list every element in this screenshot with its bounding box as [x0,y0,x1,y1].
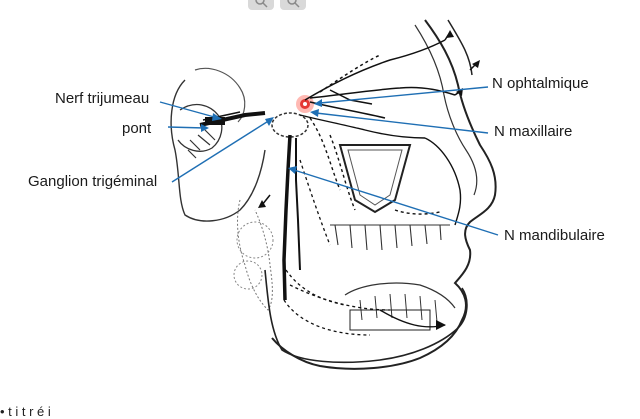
brainstem-outline [170,79,266,222]
forehead-line [447,19,473,76]
mandibular-arrowheads [258,200,446,330]
zoom-in-icon [255,0,268,8]
zoom-toolbar [248,0,318,12]
face-profile-outline [271,19,497,370]
cut-off-footer-text: • t i t r é i [0,404,51,419]
zoom-in-button[interactable] [248,0,274,10]
label-mandibular-nerve: N mandibulaire [504,227,605,244]
lower-teeth [344,282,456,309]
zoom-out-icon [287,0,300,8]
trigeminal-ganglion [271,112,309,138]
label-arrows [159,86,499,236]
ear-region [237,199,273,311]
upper-teeth [330,224,450,251]
face-inner-outline [414,24,478,196]
label-trigeminal-ganglion: Ganglion trigéminal [28,173,158,190]
nerve-root-block [205,117,225,125]
mandibular-branches [261,134,446,336]
mandible-outline [264,269,468,364]
pons-shape [177,103,223,152]
label-trigeminal-nerve: Nerf trijumeau [55,90,150,107]
label-pons: pont [122,120,152,137]
zoom-out-button[interactable] [280,0,306,10]
orbit-outline [338,144,412,214]
label-maxillary-nerve: N maxillaire [494,123,573,140]
maxillary-branches [299,114,462,226]
label-ophthalmic-nerve: N ophtalmique [492,75,589,92]
ophthalmic-branches [304,31,479,119]
